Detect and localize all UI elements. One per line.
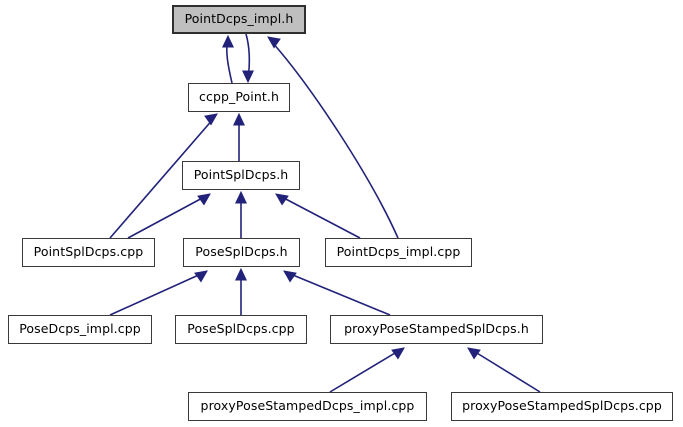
graph-edge-posedcps_impl_cpp-to-posespldcps_h [109, 270, 208, 316]
graph-node-label: PoseSplDcps.cpp [187, 321, 295, 337]
graph-node-ccpp_point_h[interactable]: ccpp_Point.h [188, 83, 290, 112]
graph-node-label: ccpp_Point.h [199, 89, 279, 105]
graph-node-proxyposestampedspldcps_cpp[interactable]: proxyPoseStampedSplDcps.cpp [451, 392, 673, 421]
graph-node-proxyposestampedspldcps_h[interactable]: proxyPoseStampedSplDcps.h [330, 315, 543, 344]
graph-edge-proxyposestampedspldcps_cpp-to-proxyposestampedspldcps_h [467, 347, 541, 393]
graph-node-pointspldcps_cpp[interactable]: PointSplDcps.cpp [22, 238, 155, 267]
graph-node-pointdcps_impl_cpp[interactable]: PointDcps_impl.cpp [325, 238, 472, 267]
edge-arrowhead [233, 112, 245, 126]
graph-edge-pointdcps_impl_cpp-to-pointspldcps_h [275, 193, 361, 239]
edge-arrowhead [235, 190, 247, 204]
graph-node-posespldcps_cpp[interactable]: PoseSplDcps.cpp [175, 315, 307, 344]
edge-arrowhead [242, 70, 254, 84]
graph-edge-posespldcps_h-to-pointspldcps_h [235, 190, 247, 238]
edge-arrowhead [235, 267, 247, 281]
graph-node-label: PoseSplDcps.h [195, 244, 288, 260]
edge-arrowhead [391, 347, 405, 360]
edge-arrowhead [197, 193, 211, 206]
graph-node-label: proxyPoseStampedSplDcps.cpp [462, 398, 662, 414]
edge-arrowhead [283, 270, 297, 283]
graph-node-label: proxyPoseStampedDcps_impl.cpp [200, 398, 415, 414]
graph-node-label: proxyPoseStampedSplDcps.h [344, 321, 529, 337]
graph-edge-posespldcps_cpp-to-posespldcps_h [235, 267, 247, 315]
edge-arrowhead [275, 193, 289, 206]
edge-arrowhead [222, 34, 234, 48]
edge-line [127, 195, 207, 239]
graph-node-posespldcps_h[interactable]: PoseSplDcps.h [183, 238, 300, 267]
edge-line [109, 117, 215, 239]
graph-edge-proxyposestampedspldcps_h-to-posespldcps_h [283, 270, 391, 316]
graph-node-label: PointDcps_impl.cpp [336, 244, 461, 260]
graph-edge-ccpp_point_h-to-pointdcps_impl_h [222, 34, 234, 84]
graph-node-pointspldcps_h[interactable]: PointSplDcps.h [182, 161, 300, 190]
graph-edge-proxyposestampeddcps_impl_cpp-to-proxyposestampedspldcps_h [329, 347, 405, 393]
graph-node-label: PointSplDcps.cpp [33, 244, 144, 260]
graph-node-label: PoseDcps_impl.cpp [19, 321, 141, 337]
graph-node-label: PointDcps_impl.h [184, 11, 294, 27]
edge-line [287, 272, 391, 316]
edge-arrowhead [467, 347, 481, 360]
graph-edge-pointdcps_impl_cpp-to-pointdcps_impl_h [267, 36, 399, 239]
edge-line [271, 41, 399, 239]
graph-node-label: PointSplDcps.h [193, 167, 289, 183]
graph-node-proxyposestampeddcps_impl_cpp[interactable]: proxyPoseStampedDcps_impl.cpp [188, 392, 427, 421]
graph-node-posedcps_impl_cpp[interactable]: PoseDcps_impl.cpp [8, 315, 152, 344]
edge-line [109, 272, 204, 316]
graph-edge-pointspldcps_cpp-to-pointspldcps_h [127, 193, 211, 239]
graph-edge-pointspldcps_cpp-to-ccpp_point_h [109, 113, 218, 239]
graph-edge-pointdcps_impl_h-to-ccpp_point_h [242, 33, 254, 84]
edge-arrowhead [267, 36, 281, 49]
edge-line [329, 349, 401, 393]
graph-node-pointdcps_impl_h[interactable]: PointDcps_impl.h [172, 5, 306, 34]
edge-line [279, 195, 361, 239]
graph-edge-pointspldcps_h-to-ccpp_point_h [233, 112, 245, 161]
edge-arrowhead [194, 270, 208, 283]
edge-line [471, 349, 541, 393]
edge-arrowhead [204, 113, 218, 126]
